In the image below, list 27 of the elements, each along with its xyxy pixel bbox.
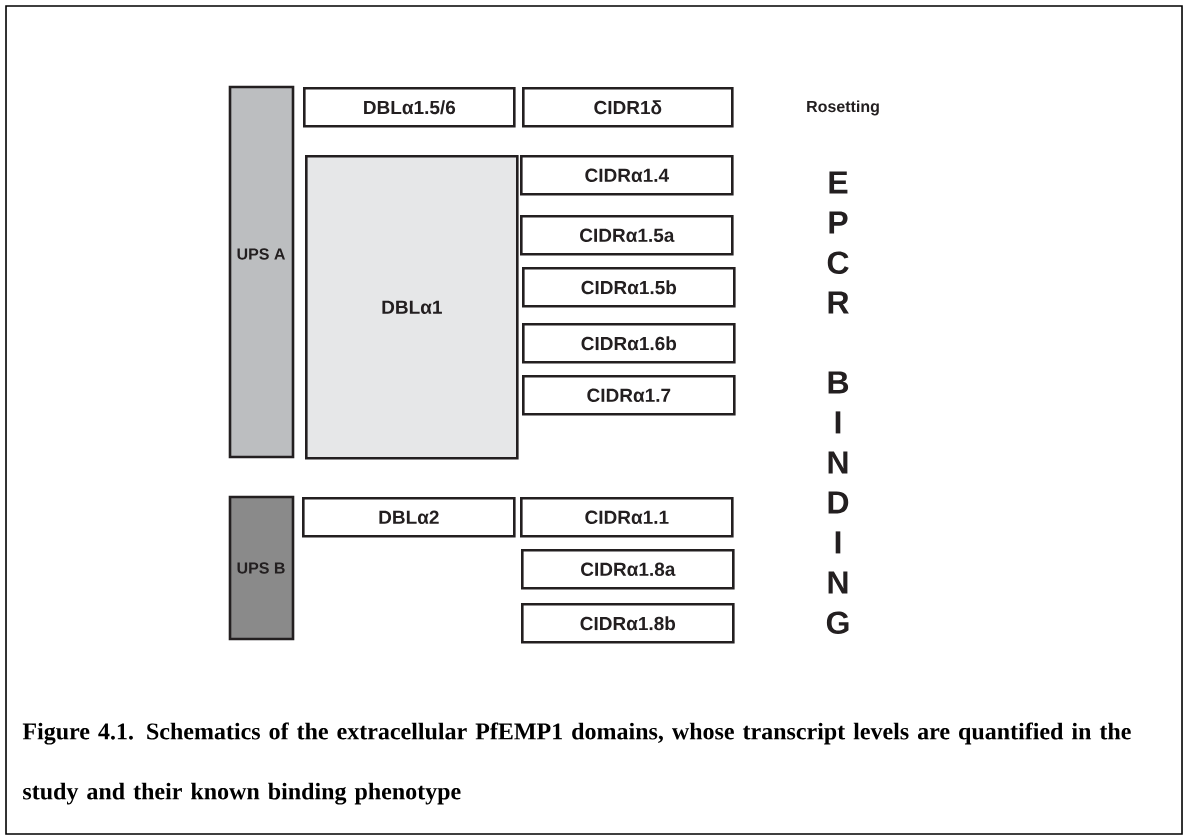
group-bar: UPS A: [228, 85, 295, 459]
domain-box: CIDRα1.5b: [522, 267, 736, 308]
vertical-letter: N: [828, 451, 848, 474]
note-label: Rosetting: [807, 100, 879, 116]
domain-box: CIDRα1.7: [522, 375, 736, 416]
domain-box: DBLα1.5/6: [303, 87, 516, 128]
group-bar: UPS B: [228, 495, 295, 641]
vertical-letter: B: [828, 371, 849, 394]
figure-caption: Figure 4.1. Schematics of the extracellular PfEMP1 domains, whose transcript levels are quantified in the study and their known binding phenotype: [22, 722, 1131, 805]
domain-box: DBLα2: [302, 497, 516, 538]
vertical-letter: P: [829, 211, 848, 234]
vertical-letter: G: [826, 611, 849, 635]
domain-box: CIDRα1.8a: [521, 549, 735, 590]
vertical-letter: R: [828, 291, 849, 314]
domain-box: CIDRα1.5a: [520, 215, 734, 256]
domain-box: CIDRα1.8b: [521, 603, 735, 644]
vertical-letter: I: [835, 531, 841, 554]
vertical-letter: D: [828, 491, 849, 514]
vertical-letter: N: [828, 571, 848, 594]
domain-box: CIDRα1.1: [520, 497, 734, 538]
domain-box: CIDR1δ: [522, 87, 734, 128]
domain-box: CIDRα1.4: [520, 155, 734, 196]
vertical-letter: E: [829, 171, 848, 194]
vertical-letter: C: [827, 251, 849, 275]
domain-box: DBLα1: [305, 155, 519, 460]
domain-box: CIDRα1.6b: [522, 323, 736, 364]
vertical-letter: I: [835, 411, 841, 434]
